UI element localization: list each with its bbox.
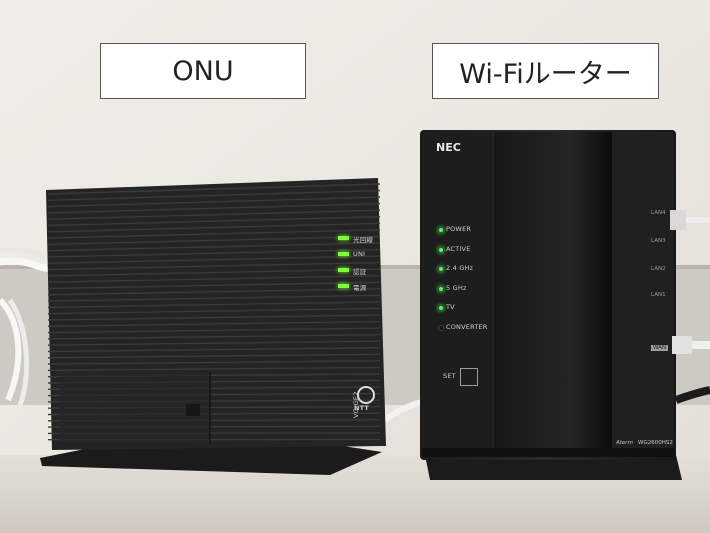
router-led-indicator xyxy=(438,266,444,272)
router-led-indicator xyxy=(438,246,444,253)
onu-rib xyxy=(47,183,381,195)
router-series: Aterm xyxy=(616,440,633,446)
router-led-indicator xyxy=(438,305,444,311)
onu-label-text: ONU xyxy=(172,55,234,87)
router-port-label: LAN2 xyxy=(651,266,666,272)
onu-rib xyxy=(47,360,381,365)
onu-led-indicator xyxy=(338,252,349,256)
onu-rib xyxy=(47,255,381,264)
ntt-logo xyxy=(357,386,375,404)
router-led-label: TV xyxy=(446,303,455,311)
router-port-label: WAN xyxy=(651,345,669,351)
router-led-indicator xyxy=(438,324,444,331)
onu-led-indicator xyxy=(338,268,349,272)
onu-rib xyxy=(47,275,381,283)
onu-led-label: 認証 xyxy=(353,268,367,276)
wifi-router-label: Wi-Fiルーター xyxy=(432,43,659,99)
onu-led-label: 電源 xyxy=(353,284,367,292)
onu-rib xyxy=(47,347,381,353)
onu-rib xyxy=(47,229,381,239)
cables-left xyxy=(0,247,49,406)
router-port-label: LAN3 xyxy=(651,238,666,244)
cables-right xyxy=(670,210,710,404)
onu-rib xyxy=(47,320,381,327)
onu-rib xyxy=(47,294,381,302)
wifi-router-label-text: Wi-Fiルーター xyxy=(459,58,632,90)
onu-rib xyxy=(47,353,381,359)
onu-led-indicator xyxy=(338,236,349,240)
onu-label: ONU xyxy=(100,43,306,99)
router-led-label: 5 GHz xyxy=(446,283,467,292)
onu-rib xyxy=(47,366,381,372)
onu-rib xyxy=(47,209,381,220)
onu-rib xyxy=(47,307,381,315)
onu-rib xyxy=(47,268,381,277)
router-led-label: ACTIVE xyxy=(446,244,471,253)
onu-rib xyxy=(47,327,381,334)
onu-led-label: 光回線 xyxy=(353,236,374,244)
onu-rib xyxy=(47,216,381,227)
onu-rib xyxy=(47,281,381,290)
onu-rib xyxy=(47,222,381,233)
onu-rib xyxy=(47,242,381,252)
router-port-label: LAN4 xyxy=(651,210,666,216)
onu-rib xyxy=(47,189,381,201)
router-led-indicator xyxy=(438,285,444,292)
onu-rib xyxy=(47,340,381,346)
router-led-label: POWER xyxy=(446,225,472,233)
router-model: WG2600HS2 xyxy=(638,440,673,446)
router-brand: NEC xyxy=(436,141,461,154)
onu-led-indicator xyxy=(338,284,349,288)
onu-rib xyxy=(47,333,381,340)
onu-rib xyxy=(47,261,381,271)
ntt-logo-text: NTT xyxy=(354,404,370,412)
router-device xyxy=(420,130,682,480)
router-led-label: CONVERTER xyxy=(446,322,488,331)
onu-rib xyxy=(47,248,381,258)
onu-rib xyxy=(47,288,381,296)
onu-rib xyxy=(47,202,381,214)
set-button-label: SET xyxy=(443,372,456,380)
onu-rib xyxy=(47,235,381,246)
router-led-indicator xyxy=(438,227,444,233)
onu-rib xyxy=(47,314,381,321)
onu-rib xyxy=(47,196,381,208)
onu-rib xyxy=(47,301,381,309)
set-button[interactable] xyxy=(460,368,478,386)
onu-led-label: UNI xyxy=(353,250,366,258)
onu-device xyxy=(40,178,386,475)
router-led-label: 2.4 GHz xyxy=(446,264,474,272)
router-port-label: LAN1 xyxy=(651,292,666,298)
